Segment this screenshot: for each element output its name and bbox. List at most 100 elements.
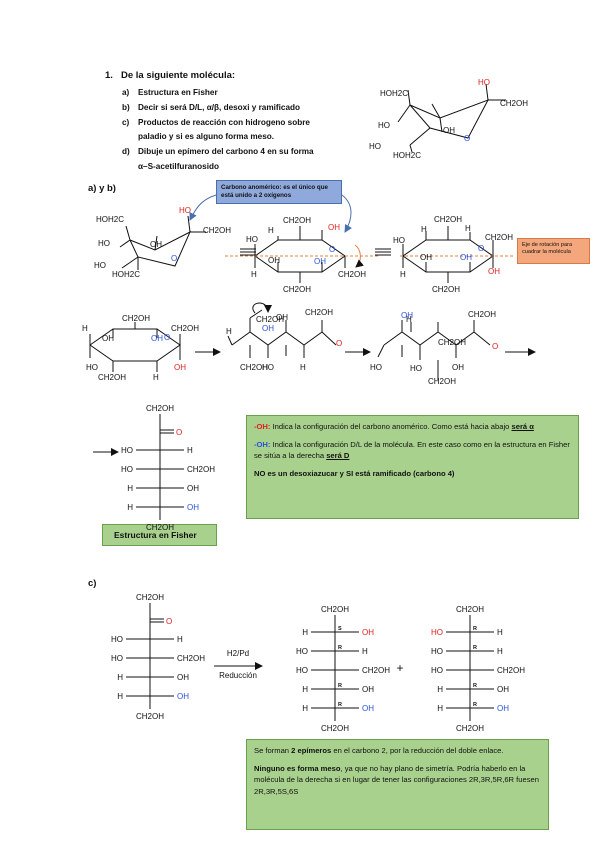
atom-label: OH xyxy=(187,484,199,493)
config-tag: R xyxy=(473,645,477,651)
item-text: α–S-acetilfuranosido xyxy=(138,162,220,171)
bond-line xyxy=(377,344,385,358)
atom-label: OH xyxy=(497,685,509,694)
bond-line xyxy=(485,83,489,101)
atom-label: CH2OH xyxy=(146,404,174,413)
config-tag: R xyxy=(473,702,477,708)
curve-path xyxy=(354,244,364,268)
atom-label: CH2OH xyxy=(362,666,390,675)
atom-label: H xyxy=(302,685,308,694)
atom-label: OH xyxy=(174,363,186,372)
curve-path xyxy=(189,194,217,221)
configuration-explanation-box: -OH: Indica la configuración del carbono… xyxy=(246,415,579,519)
atom-label: H xyxy=(300,363,306,372)
bond-line xyxy=(321,331,337,346)
chair-ring xyxy=(129,230,192,267)
atom-label: HOH2C xyxy=(112,270,140,279)
atom-label: OH xyxy=(362,628,374,637)
atom-label: CH2OH xyxy=(321,724,349,733)
atom-label: HO xyxy=(111,635,123,644)
bond-line xyxy=(187,215,191,233)
bond-line xyxy=(249,309,263,319)
atom-label: CH2OH xyxy=(177,654,205,663)
atom-label: CH2OH xyxy=(122,314,150,323)
atom-label: O xyxy=(166,617,172,626)
red-oh-tag: -OH: xyxy=(254,422,271,431)
atom-label: CH2OH xyxy=(187,465,215,474)
atom-label: OH xyxy=(187,503,199,512)
reaction-label: Reducción xyxy=(219,671,257,680)
atom-label: CH2OH xyxy=(456,724,484,733)
d-result: será D xyxy=(326,451,350,460)
atom-label: O xyxy=(176,428,182,437)
atom-label: HO xyxy=(121,465,133,474)
question-item: d) Dibuje un epímero del carbono 4 en su … xyxy=(122,146,314,157)
atom-label: CH2OH xyxy=(136,712,164,721)
atom-label: H xyxy=(421,225,427,234)
question-title: De la siguiente molécula: xyxy=(121,70,236,81)
atom-label: HO xyxy=(410,364,422,373)
atom-label: HO xyxy=(246,235,258,244)
atom-label: OH xyxy=(452,363,464,372)
deoxy-branch-statement: NO es un desoxiazucar y SI está ramifica… xyxy=(254,468,455,478)
atom-label: H xyxy=(153,373,159,382)
atom-label: CH2OH xyxy=(321,605,349,614)
atom-label: H xyxy=(302,628,308,637)
atom-label: OH xyxy=(177,673,189,682)
epimers-text-c: en el carbono 2, por la reducción del do… xyxy=(331,746,504,755)
atom-label: CH2OH xyxy=(203,226,231,235)
bond-line xyxy=(407,89,411,106)
config-tag: R xyxy=(473,683,477,689)
atom-label: HO xyxy=(369,142,381,151)
atom-label: HO xyxy=(111,654,123,663)
atom-label: O xyxy=(329,245,335,254)
atom-label: CH2OH xyxy=(240,363,268,372)
atom-label: OH xyxy=(362,704,374,713)
atom-label: HO xyxy=(86,363,98,372)
item-text: Dibuje un epímero del carbono 4 en su fo… xyxy=(138,147,314,156)
atom-label: HO xyxy=(121,446,133,455)
fisher-structure-label-box: Estructura en Fisher xyxy=(102,524,217,546)
atom-label: H xyxy=(465,224,471,233)
atom-label: H xyxy=(302,704,308,713)
meso-explanation-box: Se forman 2 epímeros en el carbono 2, po… xyxy=(246,739,549,830)
atom-label: HO xyxy=(431,666,443,675)
atom-label: HO xyxy=(370,363,382,372)
atom-label: HOH2C xyxy=(393,151,421,160)
item-text: Decir si será D/L, α/β, desoxi y ramific… xyxy=(138,103,301,112)
atom-label: CH2OH xyxy=(432,285,460,294)
atom-label: H xyxy=(497,628,503,637)
bond-line xyxy=(154,235,158,251)
atom-label: H xyxy=(226,327,232,336)
atom-label: H xyxy=(117,673,123,682)
atom-label: OH xyxy=(443,126,455,135)
item-text: Productos de reacción con hidrogeno sobr… xyxy=(138,118,310,127)
bond-line xyxy=(409,144,413,153)
bond-line xyxy=(439,117,443,133)
atom-label: HO xyxy=(98,239,110,248)
question-item: c)Productos de reacción con hidrogeno so… xyxy=(122,117,310,128)
item-letter: b) xyxy=(122,103,130,112)
curve-path xyxy=(341,194,352,233)
atom-label: HO xyxy=(431,647,443,656)
atom-label: H xyxy=(177,635,183,644)
item-letter: d) xyxy=(122,147,130,156)
atom-label: OH xyxy=(102,334,114,343)
bond-line xyxy=(409,127,431,146)
atom-label: OH xyxy=(460,253,472,262)
question-item: a)Estructura en Fisher xyxy=(122,87,218,98)
atom-label: OH xyxy=(276,313,288,322)
question-block: 1. De la siguiente molécula: xyxy=(105,70,365,84)
rotation-arrow xyxy=(252,302,272,314)
atom-label: CH2OH xyxy=(338,270,366,279)
config-tag: R xyxy=(473,626,477,632)
alpha-result: será α xyxy=(511,422,534,431)
atom-label: H xyxy=(251,270,257,279)
atom-label: HOH2C xyxy=(380,89,408,98)
bond-line xyxy=(397,104,411,123)
atom-label: H xyxy=(82,324,88,333)
atom-label: OH xyxy=(488,267,500,276)
atom-label: HO xyxy=(431,628,443,637)
question-item: paladio y si es alguno forma meso. xyxy=(138,131,274,142)
atom-label: CH2OH xyxy=(497,666,525,675)
